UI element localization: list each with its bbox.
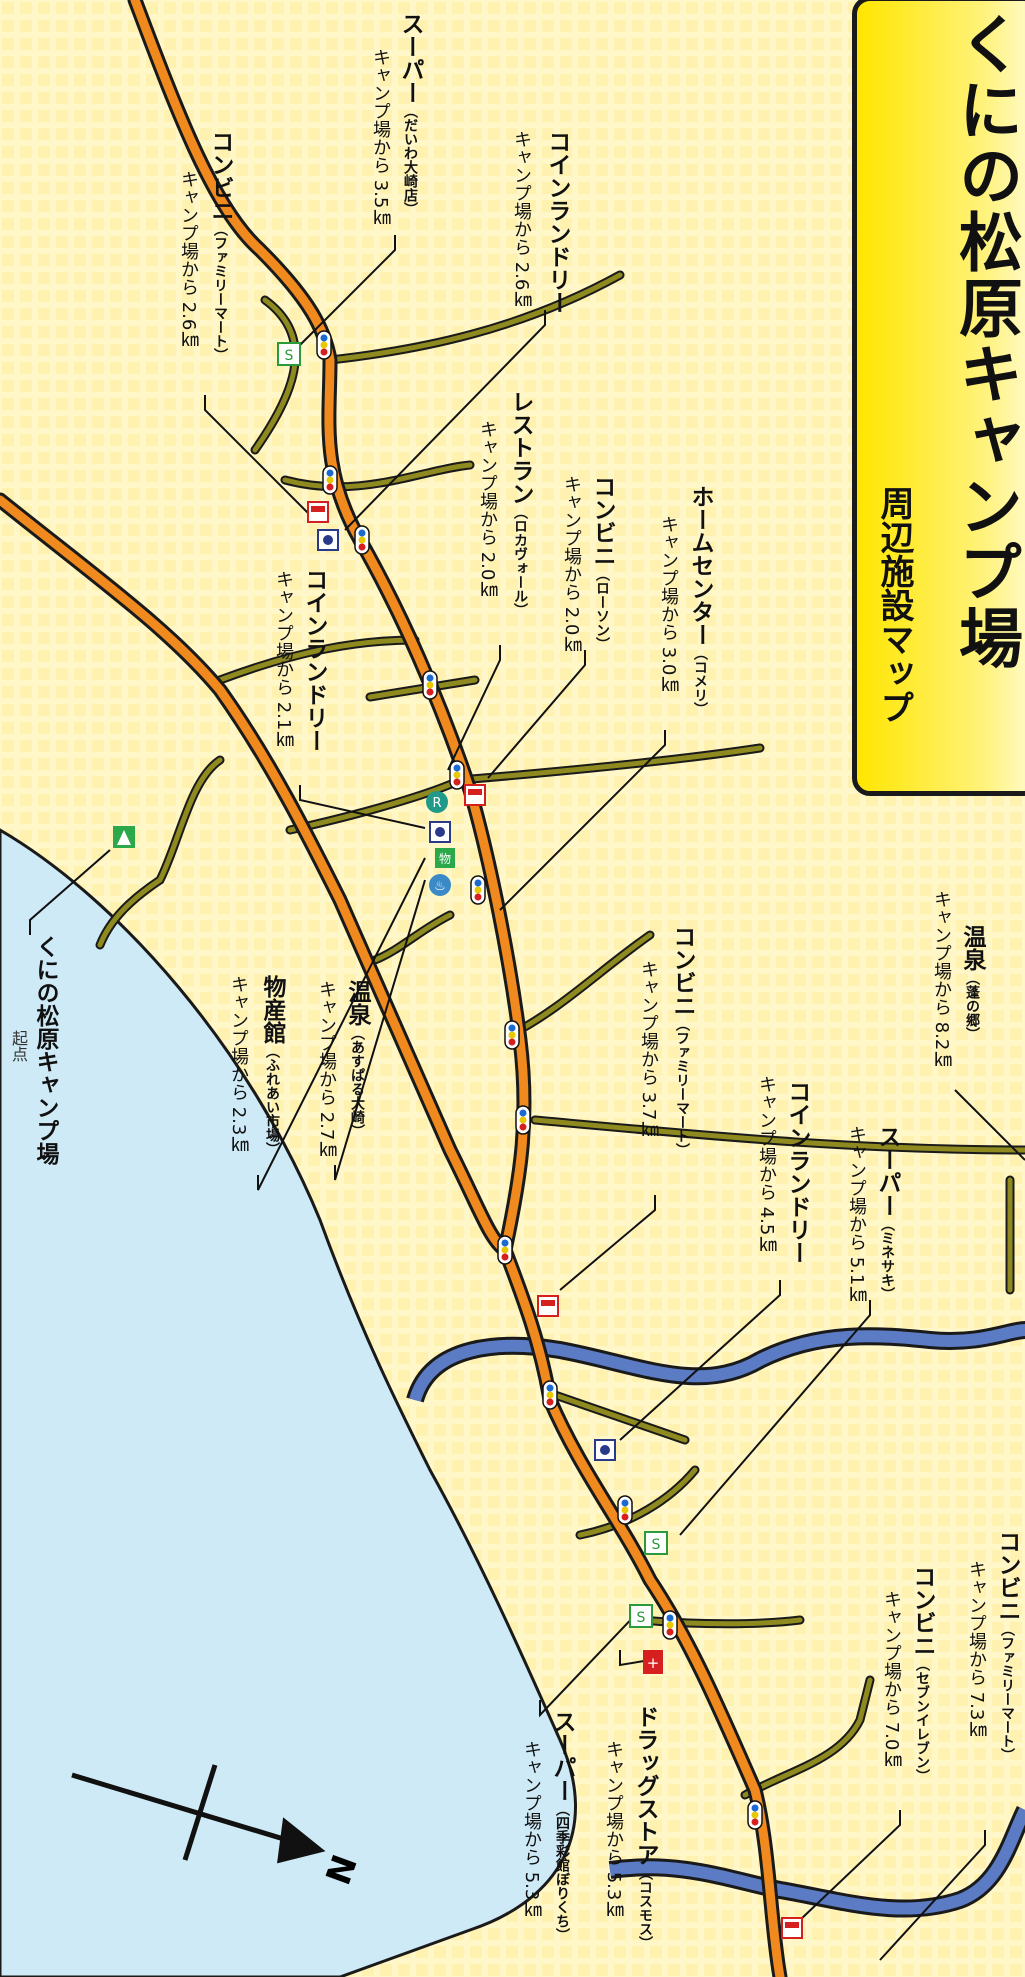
coin-laundry-icon[interactable] [594,1439,616,1461]
traffic-signal-icon [422,670,438,700]
traffic-signals [316,330,763,1830]
convenience-store-icon[interactable] [781,1917,803,1939]
facility-distance: キャンプ場から 2.1㎞ [273,570,294,749]
traffic-signal-icon [354,525,370,555]
facility-distance: キャンプ場から 2.6㎞ [178,170,199,349]
svg-text:R: R [432,796,441,811]
facility-distance: キャンプ場から 5.3㎞ [603,1740,624,1919]
facility-distance: キャンプ場から 2.0㎞ [561,475,582,654]
facility-label[interactable]: 物産館（ふれあい市場） [259,975,285,1156]
facility-label[interactable]: レストラン（ロカヴォール） [507,390,533,617]
facility-distance: キャンプ場から 7.3㎞ [966,1560,987,1739]
svg-text:+: + [647,1654,660,1672]
facility-label[interactable]: コンビニ（ファミリーマート） [669,925,695,1157]
facility-distance: キャンプ場から 2.6㎞ [511,130,532,309]
facility-distance: キャンプ場から 3.0㎞ [658,515,679,694]
facility-label[interactable]: コンビニ（ファミリーマート） [207,130,233,362]
facility-distance: キャンプ場から 2.3㎞ [228,975,249,1154]
traffic-signal-icon [662,1610,678,1640]
page-title: くにの松原キャンプ場 [948,11,1022,671]
svg-text:S: S [637,1610,646,1626]
river-lower [609,1807,1025,1915]
facility-distance: キャンプ場から 2.0㎞ [477,420,498,599]
facility-label[interactable]: コンビニ（ローソン） [589,475,615,651]
traffic-signal-icon [316,330,332,360]
coin-laundry-icon[interactable] [429,821,451,843]
facility-label[interactable]: スーパー（ミネサキ） [874,1125,900,1301]
facility-label[interactable]: コインランドリー [544,130,570,314]
start-sub: 起点 [9,1030,28,1062]
leader-lines [29,235,1025,1961]
traffic-signal-icon [470,875,486,905]
convenience-store-icon[interactable] [307,501,329,523]
drugstore-icon[interactable]: + [643,1650,663,1674]
facility-label[interactable]: ドラッグストア（コスモス） [632,1705,658,1950]
facility-distance: キャンプ場から 2.7㎞ [316,980,337,1159]
start-label[interactable]: くにの松原キャンプ場 [28,935,62,1165]
supermarket-icon[interactable]: S [644,1531,668,1555]
facility-label[interactable]: スーパー（四季彩館ぼりくち） [549,1710,575,1942]
traffic-signal-icon [449,760,465,790]
facility-label[interactable]: コンビニ（セブンイレブン） [909,1565,935,1783]
svg-text:S: S [285,348,294,364]
traffic-signal-icon [497,1235,513,1265]
traffic-signal-icon [617,1495,633,1525]
north-arrow-icon [71,1764,326,1864]
facility-distance: キャンプ場から 5.1㎞ [846,1125,867,1304]
traffic-signal-icon [515,1105,531,1135]
facility-label[interactable]: スーパー（だいわ大崎店） [397,12,423,216]
facility-label[interactable]: コンビニ（ファミリーマート） [994,1530,1020,1762]
svg-text:物: 物 [439,852,451,866]
traffic-signal-icon [747,1800,763,1830]
river-upper [409,1324,1025,1402]
svg-text:♨: ♨ [434,879,446,894]
facility-label[interactable]: 温泉（あすぱる大崎） [344,980,370,1138]
facility-label[interactable]: コインランドリー [784,1080,810,1264]
facility-distance: キャンプ場から 3.7㎞ [638,960,659,1139]
restaurant-icon[interactable]: R [426,791,448,813]
facility-distance: キャンプ場から 3.5㎞ [370,48,391,227]
facility-label[interactable]: ホームセンター（コメリ） [687,485,713,716]
convenience-store-icon[interactable] [464,784,486,806]
campground-icon[interactable] [113,826,135,848]
facility-distance: キャンプ場から 4.5㎞ [756,1075,777,1254]
coin-laundry-icon[interactable] [317,529,339,551]
facility-distance: キャンプ場から 8.2㎞ [931,890,952,1069]
convenience-store-icon[interactable] [537,1295,559,1317]
traffic-signal-icon [542,1380,558,1410]
supermarket-icon[interactable]: S [629,1604,653,1628]
onsen-icon[interactable]: ♨ [429,874,451,896]
facility-label[interactable]: 温泉（蓬の郷） [959,925,985,1041]
traffic-signal-icon [322,465,338,495]
sea-area [0,828,577,1977]
svg-text:S: S [652,1537,661,1553]
facility-distance: キャンプ場から 5.3㎞ [521,1740,542,1919]
start-name: くにの松原キャンプ場 [32,935,58,1165]
facility-label[interactable]: コインランドリー [301,568,327,752]
local-products-icon[interactable]: 物 [435,848,455,868]
facility-distance: キャンプ場から 7.0㎞ [881,1590,902,1769]
page-subtitle: 周辺施設マップ [874,486,914,724]
supermarket-icon[interactable]: S [277,342,301,366]
traffic-signal-icon [504,1020,520,1050]
title-panel: くにの松原キャンプ場 周辺施設マップ [852,0,1025,796]
